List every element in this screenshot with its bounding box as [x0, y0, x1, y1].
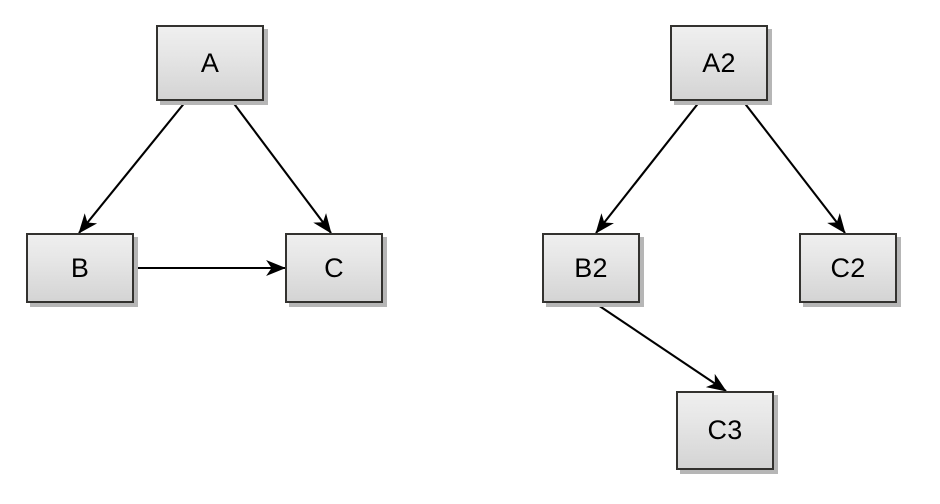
edge-a-to-b — [78, 100, 187, 234]
node-c2[interactable]: C2 — [799, 233, 897, 303]
edges-group — [78, 100, 846, 392]
node-b[interactable]: B — [26, 233, 134, 303]
edge-a-to-c — [231, 100, 332, 234]
node-label-c2: C2 — [830, 252, 866, 283]
node-label-c: C — [324, 252, 344, 283]
node-a[interactable]: A — [156, 25, 264, 101]
node-c3[interactable]: C3 — [676, 391, 774, 470]
node-label-a2: A2 — [702, 47, 736, 78]
node-a2[interactable]: A2 — [670, 25, 768, 101]
edge-b2-to-c3 — [594, 302, 727, 392]
node-label-b2: B2 — [574, 252, 608, 283]
node-c[interactable]: C — [285, 233, 383, 303]
node-label-b: B — [70, 252, 90, 283]
edge-a2-to-c2 — [742, 100, 846, 234]
edge-a2-to-b2 — [595, 100, 701, 234]
node-b2[interactable]: B2 — [542, 233, 640, 303]
node-label-a: A — [200, 47, 220, 78]
node-label-c3: C3 — [707, 415, 743, 445]
